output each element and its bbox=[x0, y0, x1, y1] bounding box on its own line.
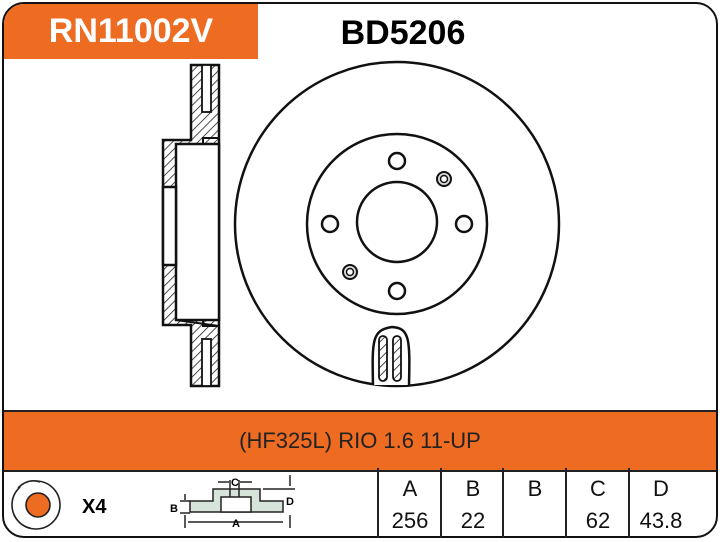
quantity-label: X4 bbox=[82, 496, 107, 518]
disc-front-view bbox=[233, 60, 561, 388]
spec-column-c: C 62 bbox=[565, 468, 629, 538]
dim-label-a: A bbox=[232, 518, 240, 530]
spec-label: A bbox=[402, 476, 418, 501]
dim-label-c: C bbox=[231, 477, 239, 489]
spec-label: D bbox=[653, 476, 669, 501]
reference-number: BD5206 bbox=[340, 14, 466, 52]
spec-column-d: D 43.8 bbox=[628, 468, 692, 538]
spec-column-a: A 256 bbox=[377, 468, 441, 538]
disc-cross-section bbox=[161, 63, 221, 388]
part-number: RN11002V bbox=[4, 4, 258, 59]
dimension-diagram bbox=[180, 475, 295, 528]
dim-label-b: B bbox=[170, 503, 178, 515]
spec-value: 22 bbox=[460, 508, 486, 533]
spec-value: 62 bbox=[585, 508, 611, 533]
spec-label: C bbox=[590, 476, 606, 501]
spec-value: 43.8 bbox=[639, 508, 683, 533]
spec-label: B bbox=[465, 476, 481, 501]
spec-label: B bbox=[527, 476, 543, 501]
spec-column-b: B 22 bbox=[440, 468, 504, 538]
dim-label-d: D bbox=[286, 496, 294, 508]
spec-value: 256 bbox=[391, 508, 429, 533]
application-band: (HF325L) RIO 1.6 11-UP bbox=[4, 410, 716, 472]
spec-column-b2: B bbox=[502, 468, 566, 538]
